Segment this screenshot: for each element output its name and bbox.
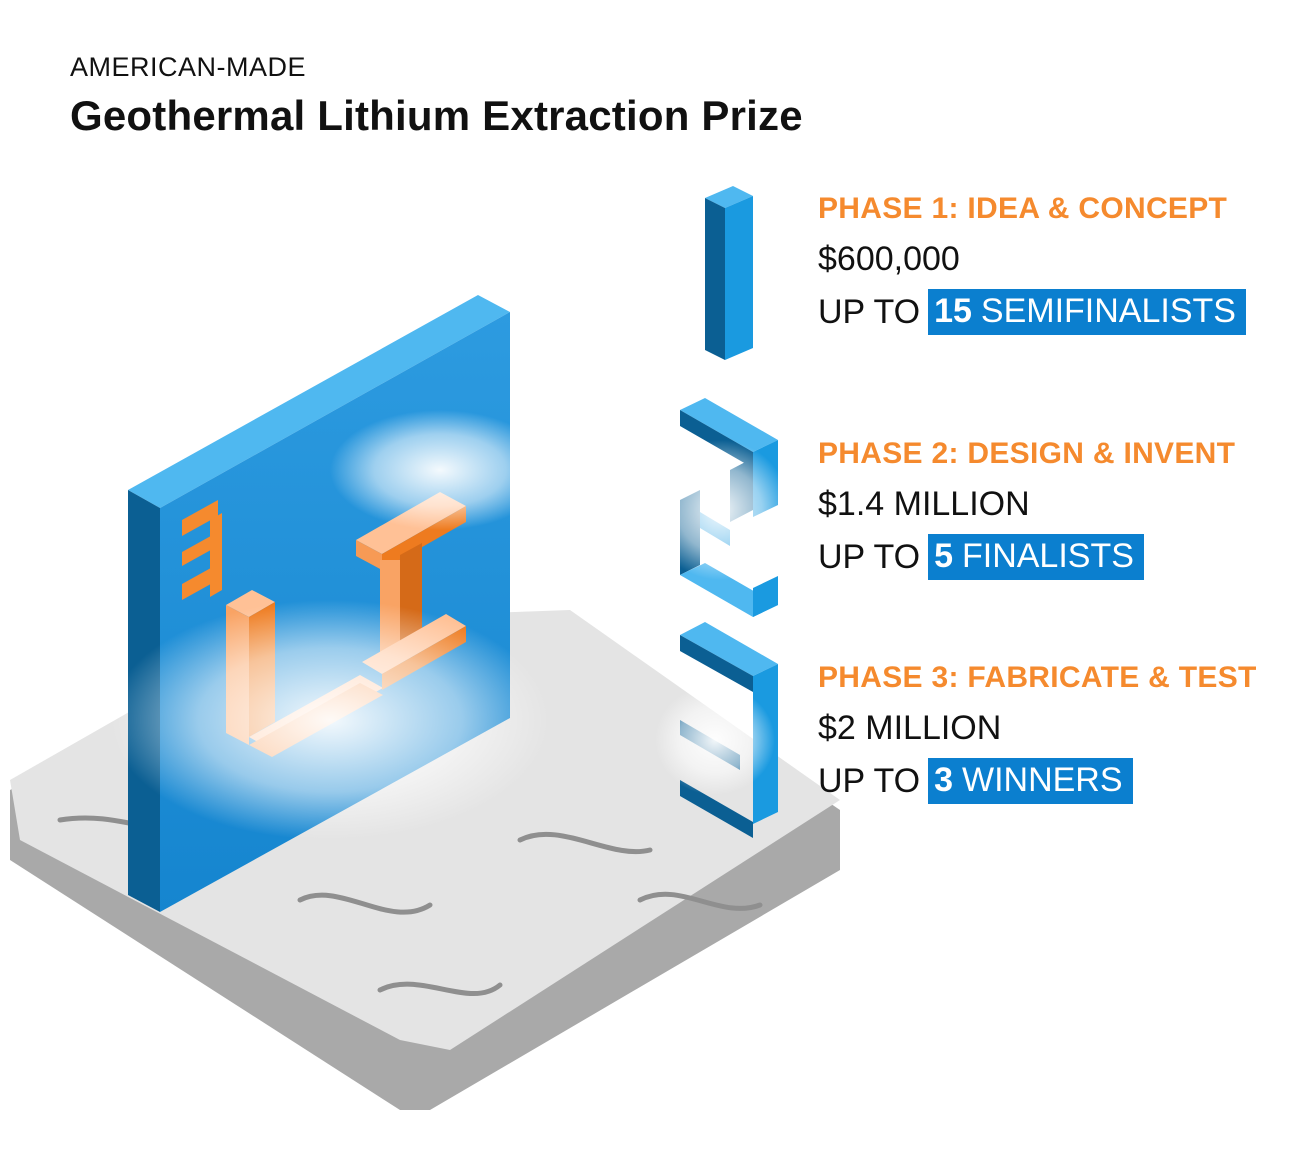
phase-one-count: UP TO 15 SEMIFINALISTS: [818, 289, 1288, 335]
phase-two-count-prefix: UP TO: [818, 537, 921, 576]
phase-one-block-icon: [705, 186, 753, 360]
lithium-element-tile-icon: [110, 295, 550, 912]
phase-three-title: PHASE 3: FABRICATE & TEST: [818, 661, 1257, 694]
phase-two-count: UP TO 5 FINALISTS: [818, 534, 1288, 580]
phase-three-count: UP TO 3 WINNERS: [818, 758, 1288, 804]
phase-two-amount: $1.4 MILLION: [818, 485, 1030, 523]
illustration: [10, 186, 840, 1110]
phase-one-amount: $600,000: [818, 240, 960, 278]
phase-two-count-label: FINALISTS: [961, 537, 1134, 575]
phase-three-count-label: WINNERS: [961, 761, 1123, 799]
phase-three-block-icon: [655, 622, 778, 838]
phase-one-title: PHASE 1: IDEA & CONCEPT: [818, 192, 1228, 225]
eyebrow-label: AMERICAN-MADE: [70, 52, 307, 82]
phase-two-title: PHASE 2: DESIGN & INVENT: [818, 437, 1236, 470]
phase-one: PHASE 1: IDEA & CONCEPT $600,000 UP TO 1…: [818, 192, 1288, 335]
page-title: Geothermal Lithium Extraction Prize: [70, 92, 803, 139]
phase-two: PHASE 2: DESIGN & INVENT $1.4 MILLION UP…: [818, 437, 1288, 580]
phase-one-badge: 15 SEMIFINALISTS: [928, 289, 1246, 335]
phase-three: PHASE 3: FABRICATE & TEST $2 MILLION UP …: [818, 661, 1288, 804]
phase-three-badge: 3 WINNERS: [928, 758, 1133, 804]
phase-three-count-number: 3: [934, 761, 953, 799]
phase-three-amount: $2 MILLION: [818, 709, 1002, 747]
phase-one-count-prefix: UP TO: [818, 292, 921, 331]
phase-one-count-label: SEMIFINALISTS: [980, 292, 1236, 330]
phase-two-badge: 5 FINALISTS: [928, 534, 1144, 580]
phase-two-block-icon: [650, 398, 790, 617]
phase-two-count-number: 5: [934, 537, 953, 575]
phase-one-count-number: 15: [934, 292, 972, 330]
phase-three-count-prefix: UP TO: [818, 761, 921, 800]
